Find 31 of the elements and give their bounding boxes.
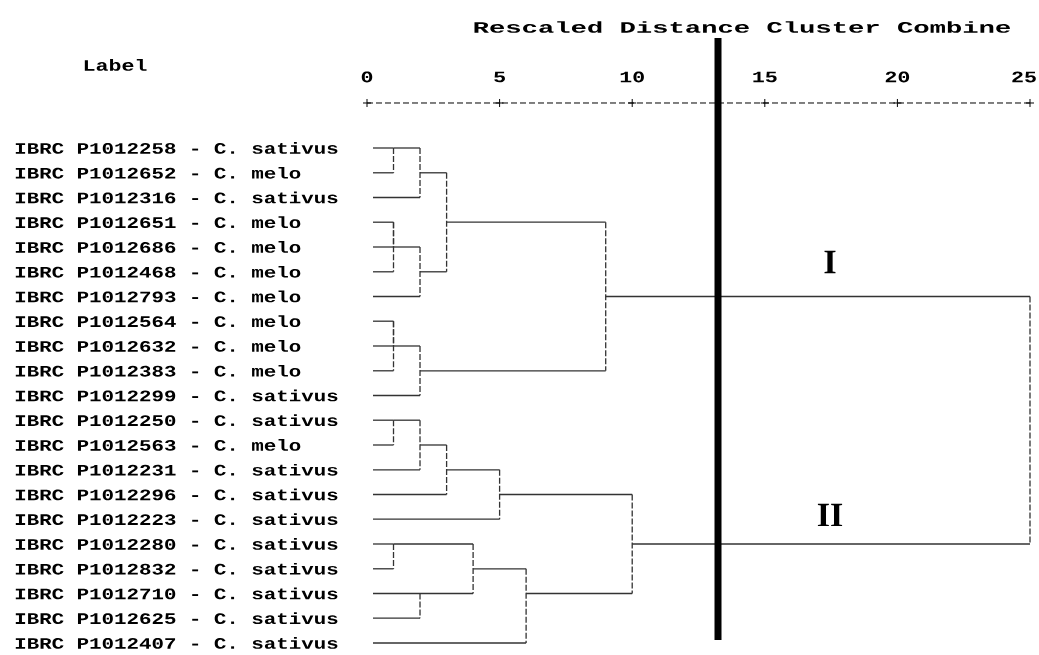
tick-label: 5 (494, 71, 505, 83)
leaf-label: IBRC P1012250 - C. sativus (15, 414, 338, 427)
leaf-label: IBRC P1012652 - C. melo (15, 166, 301, 179)
leaf-label: IBRC P1012468 - C. melo (15, 265, 301, 278)
leaf-label: IBRC P1012299 - C. sativus (15, 389, 338, 402)
leaf-label: IBRC P1012296 - C. sativus (15, 488, 338, 501)
leaf-label: IBRC P1012686 - C. melo (15, 241, 301, 253)
leaf-label: IBRC P1012383 - C. melo (15, 364, 301, 377)
leaf-label: IBRC P1012632 - C. melo (15, 340, 301, 352)
leaf-label: IBRC P1012651 - C. melo (15, 216, 301, 229)
leaf-label: IBRC P1012793 - C. melo (15, 290, 301, 303)
tick-label: 25 (1012, 71, 1036, 83)
tick-label: 0 (361, 71, 373, 83)
axis-title: Rescaled Distance Cluster Combine (474, 21, 1010, 33)
leaf-label: IBRC P1012280 - C. sativus (15, 538, 338, 550)
leaf-label: IBRC P1012564 - C. melo (15, 315, 301, 328)
cluster-label: II (817, 503, 843, 527)
leaf-label: IBRC P1012407 - C. sativus (15, 637, 338, 649)
leaf-label: IBRC P1012258 - C. sativus (15, 142, 338, 154)
leaf-label: IBRC P1012231 - C. sativus (15, 463, 338, 476)
leaf-label: IBRC P1012316 - C. sativus (15, 191, 338, 204)
cluster-label: I (824, 250, 836, 274)
leaf-label: IBRC P1012223 - C. sativus (15, 513, 338, 526)
leaf-label: IBRC P1012710 - C. sativus (15, 587, 338, 600)
leaf-label: IBRC P1012625 - C. sativus (15, 612, 338, 625)
leaf-label: IBRC P1012832 - C. sativus (15, 562, 338, 575)
tick-label: 15 (753, 71, 777, 83)
tick-label: 20 (885, 71, 910, 83)
tick-label: 10 (620, 71, 644, 83)
leaf-label: IBRC P1012563 - C. melo (15, 439, 301, 451)
column-header: Label (84, 59, 147, 71)
